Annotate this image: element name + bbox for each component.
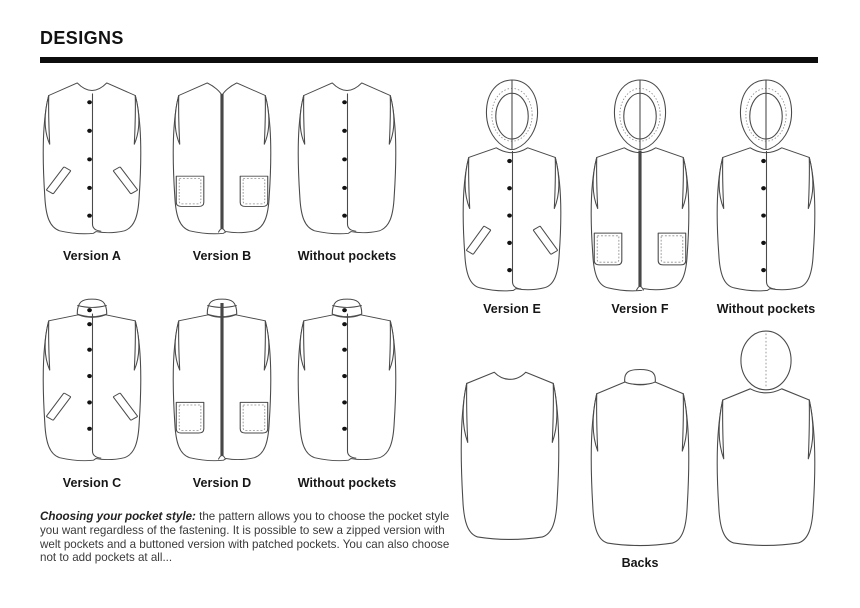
vest-drawing-version-e <box>453 73 571 293</box>
figure-version-b: Version B <box>163 72 281 263</box>
figure-label: Version B <box>192 249 252 263</box>
note-lead: Choosing your pocket style: <box>40 510 196 523</box>
vest-drawing-without-pockets-hood <box>707 73 825 293</box>
vest-drawing-without-pockets-round <box>288 72 406 240</box>
vest-drawing-back-plain <box>451 357 569 542</box>
title-rule <box>40 57 818 63</box>
figure-back-hood <box>707 329 825 550</box>
figure-version-d: Version D <box>163 297 281 490</box>
vest-drawing-without-pockets-collar <box>288 297 406 467</box>
vest-drawing-back-collar <box>581 368 699 548</box>
figure-version-e: Version E <box>453 73 571 316</box>
vest-drawing-version-f <box>581 73 699 293</box>
vest-drawing-version-a <box>33 72 151 240</box>
figure-version-f: Version F <box>581 73 699 316</box>
figure-version-a: Version A <box>33 72 151 263</box>
figure-label: Version A <box>62 249 122 263</box>
figure-label: Without pockets <box>297 249 397 263</box>
figure-version-c: Version C <box>33 297 151 490</box>
vest-drawing-back-hood <box>707 329 825 550</box>
page-title: DESIGNS <box>40 28 124 48</box>
figure-label: Without pockets <box>716 302 816 316</box>
figure-back-collar <box>581 368 699 548</box>
figure-without-pockets-round: Without pockets <box>288 72 406 263</box>
figure-without-pockets-hood: Without pockets <box>707 73 825 316</box>
figure-label: Version C <box>62 476 122 490</box>
figure-label: Version F <box>611 302 669 316</box>
figure-label: Version E <box>483 302 541 316</box>
figure-back-plain <box>451 357 569 542</box>
figure-label: Version D <box>192 476 252 490</box>
backs-label: Backs <box>621 556 659 570</box>
note-body: the pattern allows you to choose the poc… <box>40 510 450 565</box>
vest-drawing-version-c <box>33 297 151 467</box>
pocket-style-note: Choosing your pocket style: the pattern … <box>40 510 454 565</box>
vest-drawing-version-b <box>163 72 281 240</box>
figure-without-pockets-collar: Without pockets <box>288 297 406 490</box>
figure-label: Without pockets <box>297 476 397 490</box>
vest-drawing-version-d <box>163 297 281 467</box>
